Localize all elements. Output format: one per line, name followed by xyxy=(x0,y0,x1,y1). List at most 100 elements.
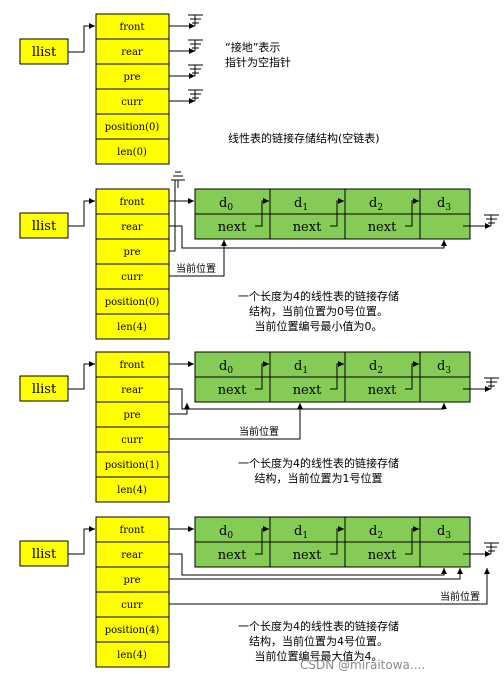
node-3-next xyxy=(419,376,471,403)
field-pre-label: pre xyxy=(123,72,140,83)
field-pre-label: pre xyxy=(123,410,140,421)
node-3-data-label: d3 xyxy=(437,196,451,213)
caption-line: 结构，当前位置为4号位置。 xyxy=(249,635,388,648)
node-3-data xyxy=(419,351,471,378)
node-1-next-label: next xyxy=(293,548,322,563)
field-curr xyxy=(95,263,170,290)
field-len-label: len(4) xyxy=(117,322,147,333)
head-pointer-arrow xyxy=(68,198,95,227)
caption-line: 结构，当前位置为0号位置。 xyxy=(249,305,388,318)
llist-head-label: llist xyxy=(32,45,57,60)
pointer-arrows xyxy=(169,361,491,440)
field-len-label: len(4) xyxy=(117,650,147,661)
node-0-data xyxy=(194,516,271,543)
caption-line: 线性表的链接存储结构(空链表) xyxy=(228,132,380,145)
field-curr xyxy=(95,426,170,453)
node-3-data-label: d3 xyxy=(437,524,451,541)
node-1-next-label: next xyxy=(293,383,322,398)
node-0-data xyxy=(194,351,271,378)
llist-head-box xyxy=(19,212,69,239)
ground-icon xyxy=(188,14,203,26)
field-len-label: len(4) xyxy=(117,485,147,496)
head-pointer-arrow xyxy=(68,23,95,53)
diagram-empty-list: llist front rear pre curr position(0) le… xyxy=(19,13,203,165)
ground-icon xyxy=(171,171,185,188)
list-fields: front rear pre curr position(0) len(4) xyxy=(95,188,170,340)
node-2-data xyxy=(344,516,421,543)
field-front-label: front xyxy=(120,360,145,371)
llist-head-box xyxy=(19,38,69,65)
watermark: CSDN @miraitowa.... xyxy=(300,658,426,672)
list-fields: front rear pre curr position(4) len(4) xyxy=(95,516,170,668)
ground-icon xyxy=(484,542,499,554)
caption-line: 一个长度为4的线性表的链接存储 xyxy=(238,457,399,470)
field-position-label: position(0) xyxy=(105,122,160,133)
field-front-label: front xyxy=(120,22,145,33)
pointer-arrows xyxy=(169,526,491,605)
node-0-next-label: next xyxy=(218,220,247,235)
list-fields: front rear pre curr position(1) len(4) xyxy=(95,351,170,503)
llist-head-label: llist xyxy=(32,219,57,234)
caption-line: 当前位置编号最大值为4。 xyxy=(254,650,383,663)
node-0-data-label: d0 xyxy=(219,359,233,376)
node-2-data-label: d2 xyxy=(369,524,383,541)
list-fields: front rear pre curr position(0) len(0) xyxy=(95,13,170,165)
ground-icon xyxy=(188,89,203,101)
caption-position-4: 一个长度为4的线性表的链接存储 结构，当前位置为4号位置。 当前位置编号最大值为… xyxy=(238,619,399,664)
current-position-label: 当前位置 xyxy=(176,262,216,275)
field-pre-label: pre xyxy=(123,247,140,258)
current-position-label: 当前位置 xyxy=(239,425,279,438)
node-1-data-label: d1 xyxy=(294,196,308,213)
field-len xyxy=(95,138,170,165)
node-0-data-label: d0 xyxy=(219,196,233,213)
llist-head-box xyxy=(19,540,69,567)
caption-empty-list: 线性表的链接存储结构(空链表) xyxy=(228,131,380,146)
diagram-position-4: llist front rear pre curr position(4) le… xyxy=(19,516,499,668)
pointer-arrows xyxy=(169,180,491,277)
caption-line: 当前位置编号最小值为0。 xyxy=(254,320,383,333)
node-1-data-label: d1 xyxy=(294,359,308,376)
field-position xyxy=(95,616,170,643)
field-curr-label: curr xyxy=(121,272,143,283)
ground-icon xyxy=(484,214,499,226)
list-nodes: d0 next d1 next d2 next d3 xyxy=(194,188,471,240)
ground-note-line-1: “接地”表示 xyxy=(225,41,281,54)
field-rear-label: rear xyxy=(121,385,143,396)
node-3-next xyxy=(419,213,471,240)
field-position xyxy=(95,451,170,478)
node-2-next-label: next xyxy=(368,220,397,235)
null-pointer-ground-icons xyxy=(169,14,203,104)
list-nodes: d0 next d1 next d2 next d3 xyxy=(194,516,471,568)
caption-position-1: 一个长度为4的线性表的链接存储 结构，当前位置为1号位置 xyxy=(238,456,399,486)
node-1-data-label: d1 xyxy=(294,524,308,541)
ground-icon xyxy=(484,377,499,389)
field-len xyxy=(95,476,170,503)
field-pre-label: pre xyxy=(123,575,140,586)
node-0-next-label: next xyxy=(218,383,247,398)
field-rear-label: rear xyxy=(121,222,143,233)
field-front-label: front xyxy=(120,197,145,208)
field-position-label: position(0) xyxy=(105,297,160,308)
field-len xyxy=(95,313,170,340)
field-front-label: front xyxy=(120,525,145,536)
node-3-data-label: d3 xyxy=(437,359,451,376)
field-rear xyxy=(95,213,170,240)
ground-icon xyxy=(188,39,203,51)
field-position-label: position(4) xyxy=(105,625,160,636)
field-front xyxy=(95,188,170,215)
caption-line: 一个长度为4的线性表的链接存储 xyxy=(238,620,399,633)
field-curr-label: curr xyxy=(121,600,143,611)
node-3-data xyxy=(419,516,471,543)
field-position xyxy=(95,113,170,140)
llist-head-box xyxy=(19,375,69,402)
current-position-label: 当前位置 xyxy=(440,590,480,603)
list-nodes: d0 next d1 next d2 next d3 xyxy=(194,351,471,403)
field-front xyxy=(95,13,170,40)
field-rear-label: rear xyxy=(121,550,143,561)
node-0-data-label: d0 xyxy=(219,524,233,541)
field-len-label: len(0) xyxy=(117,147,147,158)
field-curr-label: curr xyxy=(121,435,143,446)
node-0-next-label: next xyxy=(218,548,247,563)
node-2-data-label: d2 xyxy=(369,359,383,376)
